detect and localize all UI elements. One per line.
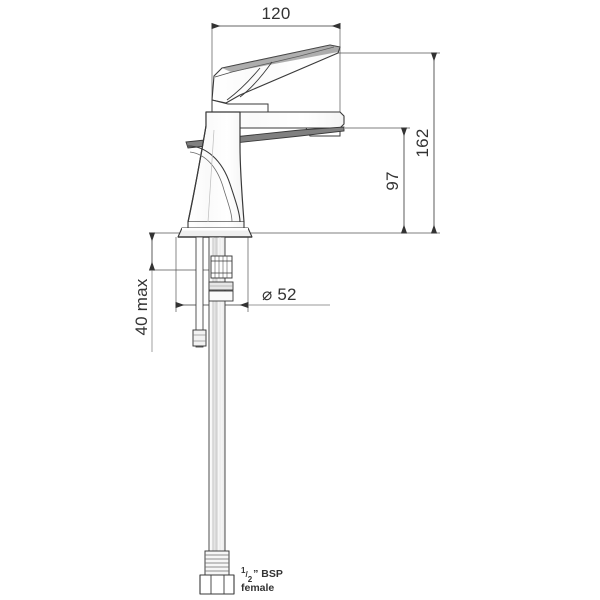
inlet-connection — [199, 550, 235, 595]
washer-lower — [208, 290, 234, 302]
dimension-label-base-diameter: ⌀ 52 — [262, 285, 297, 304]
spout-sweep-inner — [189, 151, 233, 223]
dimension-label-overall-height: 162 — [413, 129, 432, 158]
threaded-shank — [208, 236, 226, 568]
lever-handle — [211, 44, 341, 113]
spout-sweep-outer — [187, 145, 241, 223]
handle-inner-curve-a — [226, 67, 261, 101]
fixing-nut-upper — [210, 255, 233, 279]
note-line-one: 1/2” BSP — [241, 566, 283, 584]
deck-flange — [177, 227, 253, 238]
tie-rod — [192, 236, 207, 348]
tie-rod-body — [195, 236, 204, 348]
washer-stack — [208, 281, 234, 302]
note-fraction-denominator: 2 — [248, 575, 253, 584]
note-inlet-connection: 1/2” BSP female — [241, 566, 283, 595]
handle-top-facet — [222, 45, 340, 72]
dimension-label-max-deck-thickness: 40 max — [132, 278, 151, 335]
dimension-base-diameter: ⌀ 52 — [175, 237, 330, 312]
dimension-spout-height: 97 — [345, 127, 410, 234]
hex-nut-body — [199, 574, 235, 595]
faucet-assembly — [177, 44, 345, 595]
fixing-nut-body — [210, 255, 233, 279]
handle-inner-curve-b — [239, 61, 273, 98]
handle-underside — [211, 99, 269, 113]
dimension-label-spout-reach: 120 — [262, 4, 291, 23]
note-fraction-numerator: 1 — [241, 566, 246, 575]
note-line-one-suffix: ” BSP — [253, 568, 283, 580]
body-highlight — [207, 129, 215, 223]
flange-top-highlight — [182, 228, 248, 231]
body-outline — [187, 111, 245, 223]
faucet-body — [187, 111, 245, 231]
dimension-overall-height: 162 — [250, 52, 440, 234]
tie-rod-nut — [192, 329, 207, 347]
note-fraction-slash: / — [245, 570, 248, 579]
note-line-two: female — [241, 582, 274, 594]
dimension-label-spout-height: 97 — [383, 171, 402, 190]
body-left-edge — [187, 125, 207, 223]
